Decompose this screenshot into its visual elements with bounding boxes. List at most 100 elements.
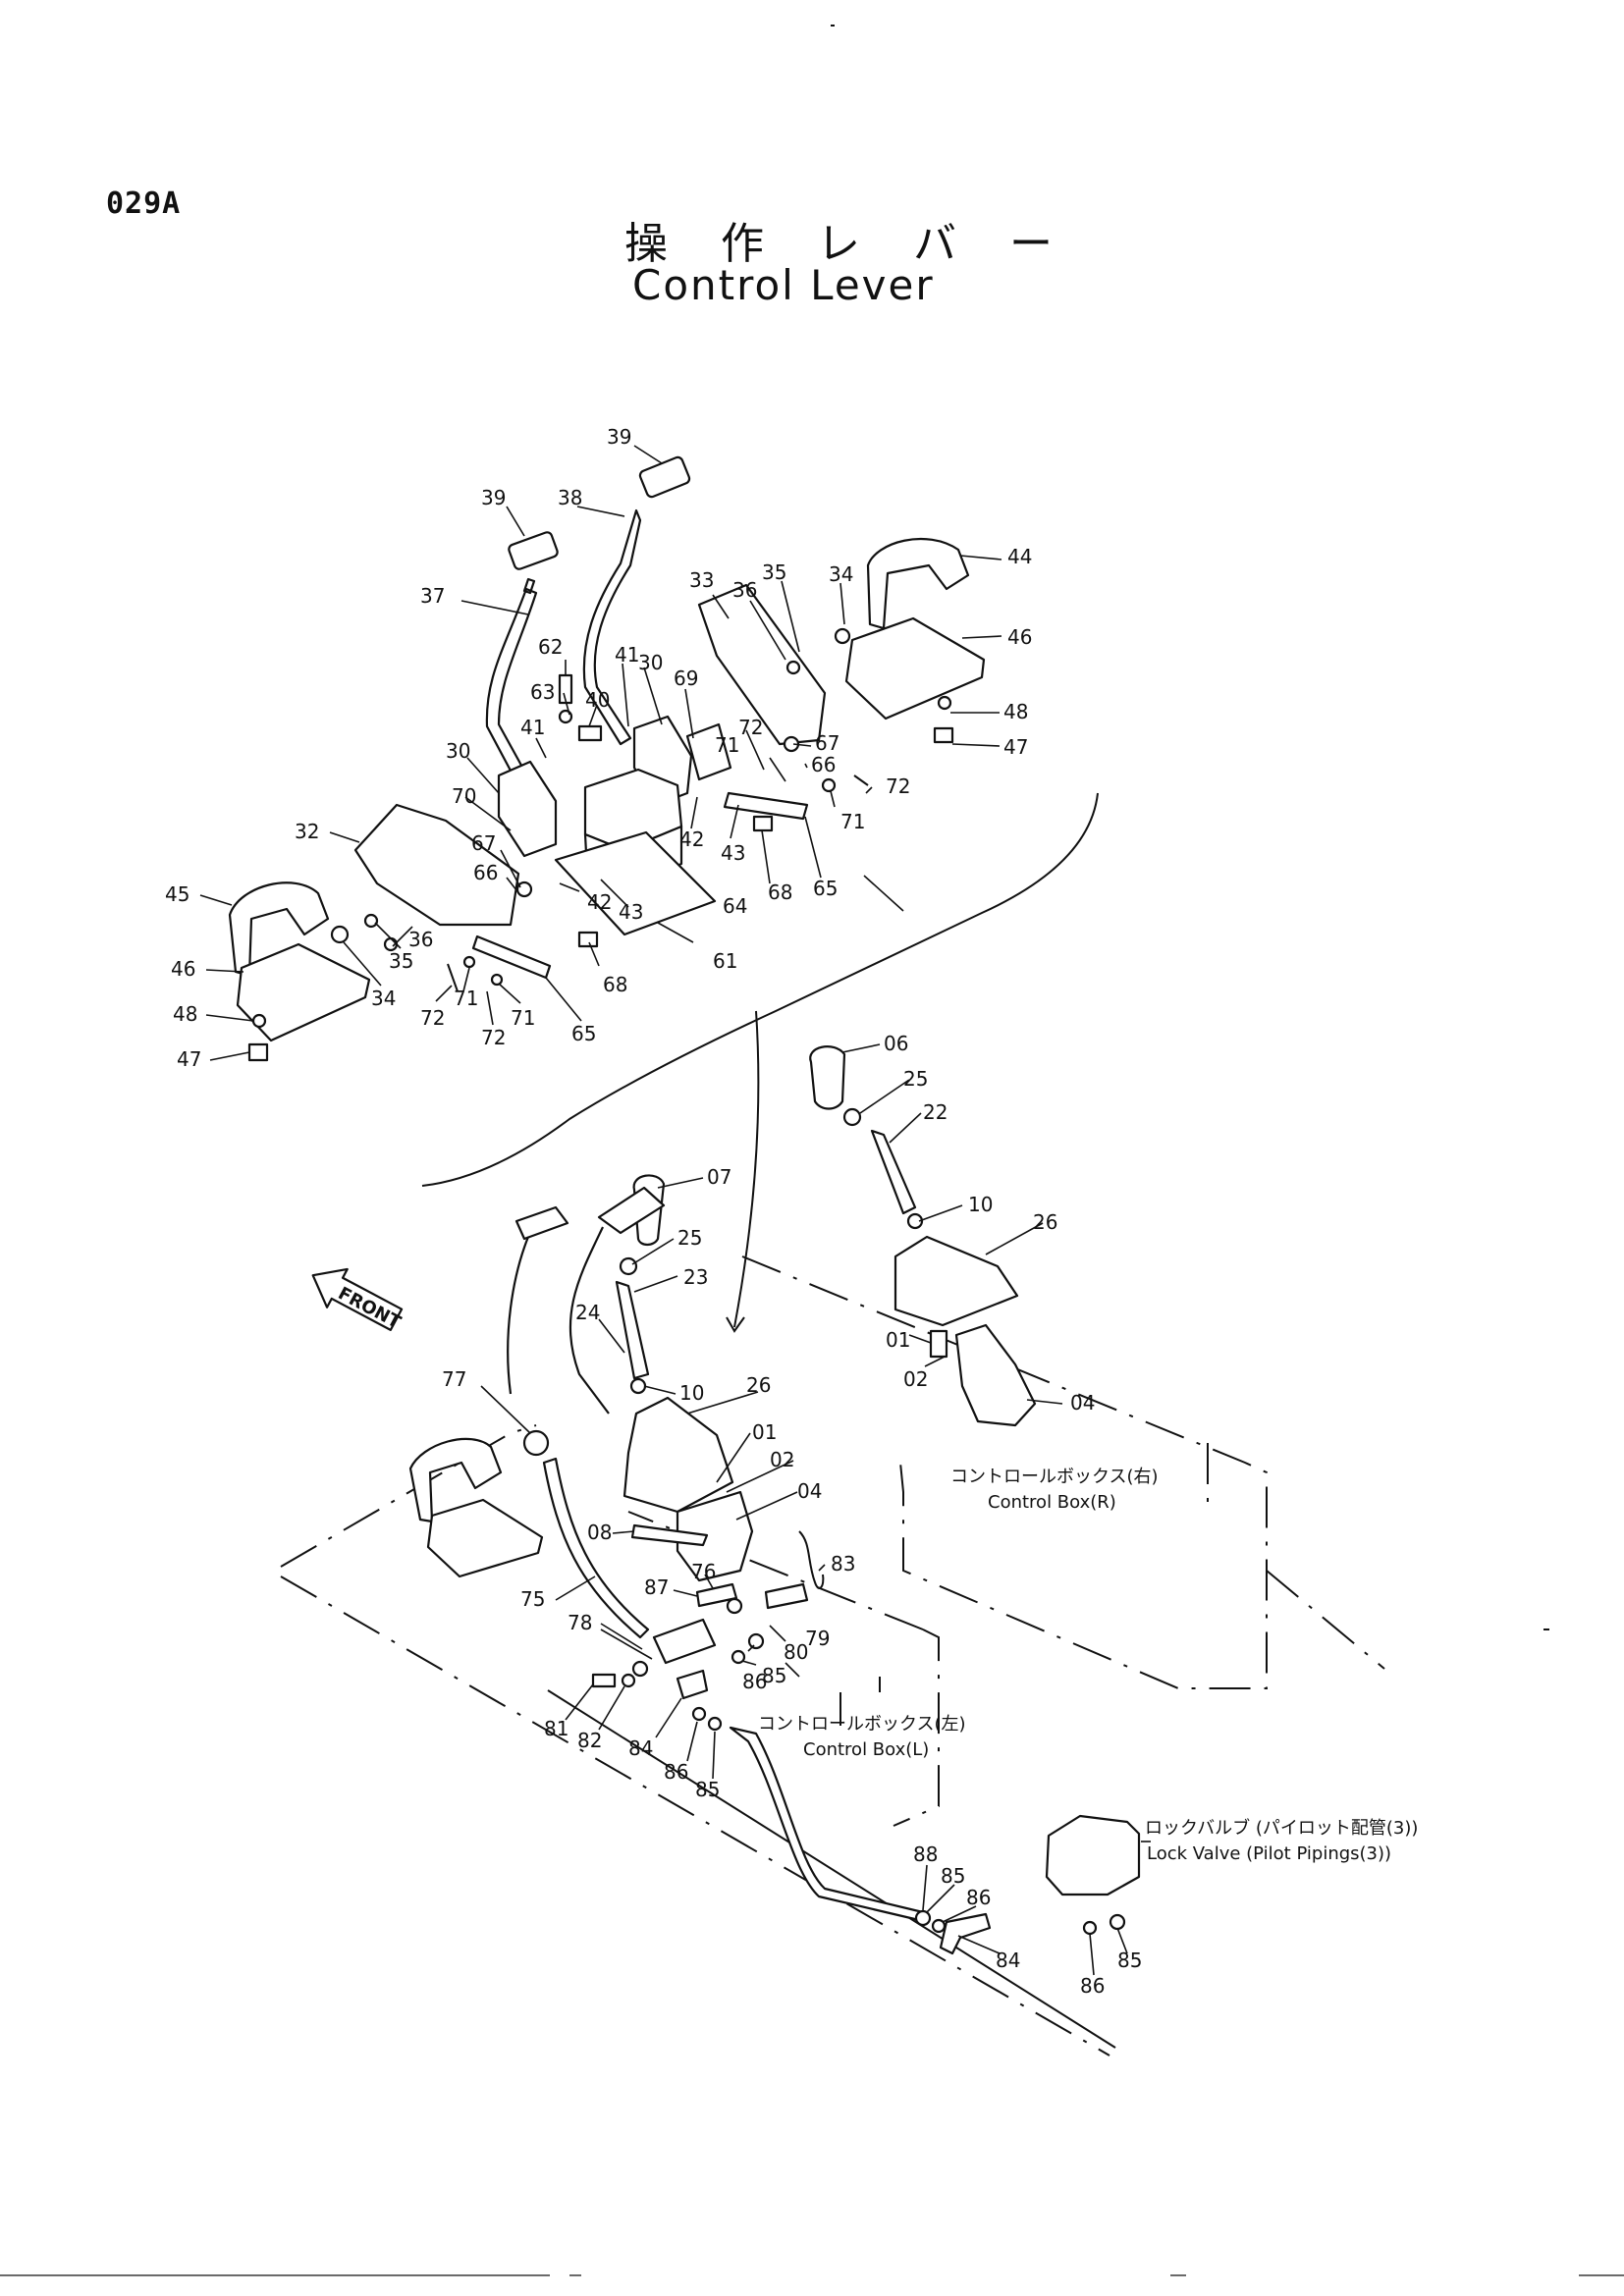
callout-33: 33 xyxy=(689,568,714,592)
nut-67-left xyxy=(515,881,533,898)
pedal-45 xyxy=(228,881,330,978)
note-lock-valve-ja: ロックバルブ (パイロット配管(3)) xyxy=(1145,1817,1418,1839)
callout-42: 42 xyxy=(679,828,704,851)
lock-valve xyxy=(1045,1814,1141,1896)
elbow-84-right xyxy=(939,1912,992,1955)
callout-75: 75 xyxy=(520,1587,545,1611)
lower-assembly-view: FRONT xyxy=(280,1045,1385,2056)
bolt-34-right xyxy=(834,627,851,645)
callout-47: 47 xyxy=(177,1047,201,1071)
upper-exploded-view xyxy=(228,455,986,1062)
pedal-cover-46-right xyxy=(844,616,986,721)
bolt-01-right xyxy=(929,1329,948,1359)
lever-37 xyxy=(485,577,538,787)
callout-34: 34 xyxy=(829,562,853,586)
callout-85: 85 xyxy=(695,1778,720,1801)
lever-38 xyxy=(582,508,642,746)
callout-85: 85 xyxy=(941,1864,965,1888)
callout-25: 25 xyxy=(903,1067,928,1091)
bolt-34-left xyxy=(330,925,350,944)
callout-63: 63 xyxy=(530,680,555,704)
washer-35-left xyxy=(363,913,379,929)
callout-71: 71 xyxy=(715,733,739,757)
callout-84: 84 xyxy=(628,1736,653,1760)
callout-23: 23 xyxy=(683,1265,708,1289)
lever-handle-upper xyxy=(597,1186,666,1235)
callout-36: 36 xyxy=(408,928,433,951)
callout-34: 34 xyxy=(371,987,396,1010)
callout-39: 39 xyxy=(481,486,506,509)
base-plate-61 xyxy=(554,830,717,936)
leader-lines xyxy=(199,445,1151,1976)
pin-72-right xyxy=(853,774,869,786)
callout-38: 38 xyxy=(558,486,582,509)
lever-rod-lower xyxy=(507,1236,530,1395)
nut-85-left xyxy=(707,1716,723,1732)
washer-86-valve xyxy=(1082,1920,1098,1936)
washer-48-right xyxy=(937,695,952,711)
callout-25: 25 xyxy=(677,1226,702,1250)
callout-10: 10 xyxy=(679,1381,704,1405)
boot-26-right xyxy=(893,1235,1019,1327)
callout-88: 88 xyxy=(913,1842,938,1866)
lever-22 xyxy=(870,1129,917,1215)
pedal-cover-46-left xyxy=(236,942,371,1042)
callout-10: 10 xyxy=(968,1193,993,1216)
callout-77: 77 xyxy=(442,1367,466,1391)
note-control-box-l: Control Box(L) xyxy=(803,1739,929,1760)
lever-23 xyxy=(615,1280,650,1380)
callout-67: 67 xyxy=(815,731,839,755)
note-control-box-r: Control Box(R) xyxy=(988,1492,1116,1513)
lever-grip-39-right xyxy=(638,455,691,499)
page-title: Control Lever xyxy=(632,261,935,309)
bolt-68-left xyxy=(577,931,599,948)
bolt-87 xyxy=(695,1582,738,1608)
callout-79: 79 xyxy=(805,1627,830,1650)
callout-72: 72 xyxy=(738,716,763,739)
callout-22: 22 xyxy=(923,1100,947,1124)
nut-10-right xyxy=(906,1212,924,1230)
callout-40: 40 xyxy=(585,688,610,712)
front-arrow: FRONT xyxy=(311,1267,405,1333)
callout-71: 71 xyxy=(840,810,865,833)
callout-69: 69 xyxy=(674,667,698,690)
pilot-valve-04-left xyxy=(676,1490,754,1582)
callout-01: 01 xyxy=(752,1420,777,1444)
note-control-box-r-ja: コントロールボックス(右) xyxy=(950,1467,1159,1487)
callout-72: 72 xyxy=(420,1006,445,1030)
page-code: 029A xyxy=(106,187,182,221)
callout-07: 07 xyxy=(707,1165,731,1189)
callout-26: 26 xyxy=(1033,1210,1057,1234)
callout-36: 36 xyxy=(732,578,757,602)
callout-44: 44 xyxy=(1007,545,1032,568)
callout-72: 72 xyxy=(886,774,910,798)
nut-85-pipe xyxy=(914,1909,932,1927)
nut-10-left xyxy=(629,1377,647,1395)
page-title-japanese: 操 作 レ バ ー xyxy=(624,219,1072,269)
washer-71-left-2 xyxy=(490,973,504,987)
callout-41: 41 xyxy=(615,643,639,667)
spring-83 xyxy=(798,1530,825,1589)
elbow-84-left xyxy=(676,1669,709,1700)
callout-82: 82 xyxy=(577,1729,602,1752)
callout-06: 06 xyxy=(884,1032,908,1055)
callout-70: 70 xyxy=(452,784,476,808)
callout-37: 37 xyxy=(420,584,445,608)
callout-35: 35 xyxy=(762,561,786,584)
callout-71: 71 xyxy=(511,1006,535,1030)
callout-80: 80 xyxy=(784,1640,808,1664)
callout-43: 43 xyxy=(619,900,643,924)
callout-87: 87 xyxy=(644,1575,669,1599)
callout-65: 65 xyxy=(571,1022,596,1045)
callout-86: 86 xyxy=(664,1760,688,1784)
spring-08 xyxy=(630,1523,709,1547)
rod-75 xyxy=(542,1457,650,1639)
pedal-bracket-33 xyxy=(697,583,827,746)
washer-86 xyxy=(731,1649,746,1665)
bolt-47-left xyxy=(247,1042,269,1062)
nut-25-left xyxy=(619,1256,638,1276)
callout-02: 02 xyxy=(903,1367,928,1391)
callout-26: 26 xyxy=(746,1373,771,1397)
damper-spring-65-left xyxy=(471,934,552,980)
